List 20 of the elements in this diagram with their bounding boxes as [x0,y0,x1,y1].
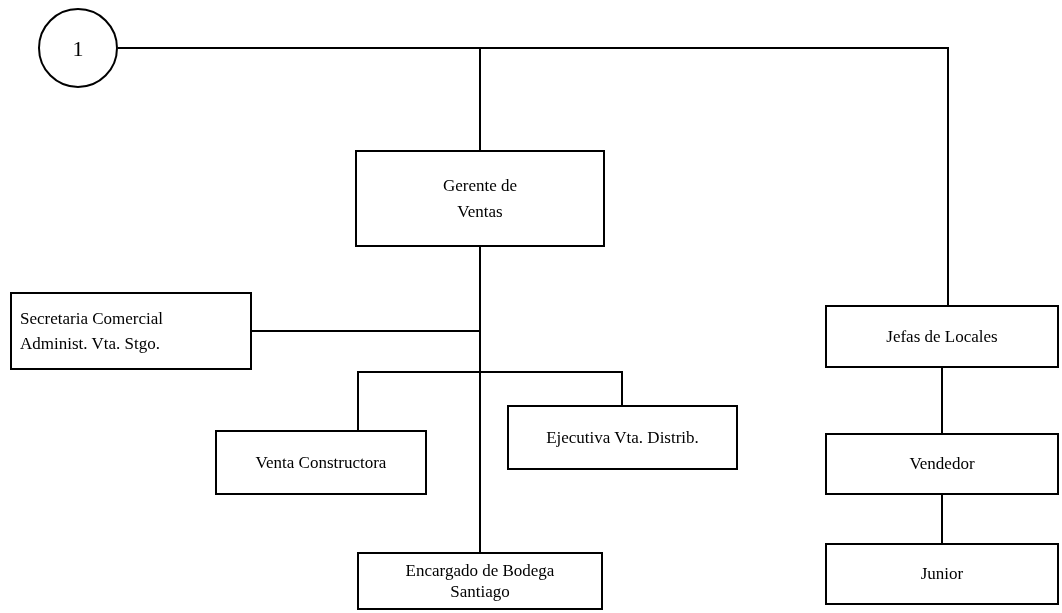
box-label: Secretaria Comercial Administ. Vta. Stgo. [20,307,164,355]
box-label: Gerente de Ventas [441,175,519,223]
org-box [357,552,603,610]
box-label: Jefas de Locales [886,325,998,348]
org-box [507,405,738,470]
org-box [825,433,1059,495]
box-label: Encargado de Bodega Santiago [404,559,556,603]
box-label: Vendedor [909,453,975,476]
box-label: Venta Constructora [255,451,387,474]
org-box [825,305,1059,368]
box-label: 1 [72,34,84,63]
connector-line [941,367,943,434]
org-box [355,150,605,247]
connector-line [941,494,943,544]
box-label: Junior [920,563,964,586]
connector-line [479,246,481,553]
org-box [10,292,252,370]
org-box [215,430,427,495]
org-box [825,543,1059,605]
box-label: Ejecutiva Vta. Distrib. [546,426,699,449]
